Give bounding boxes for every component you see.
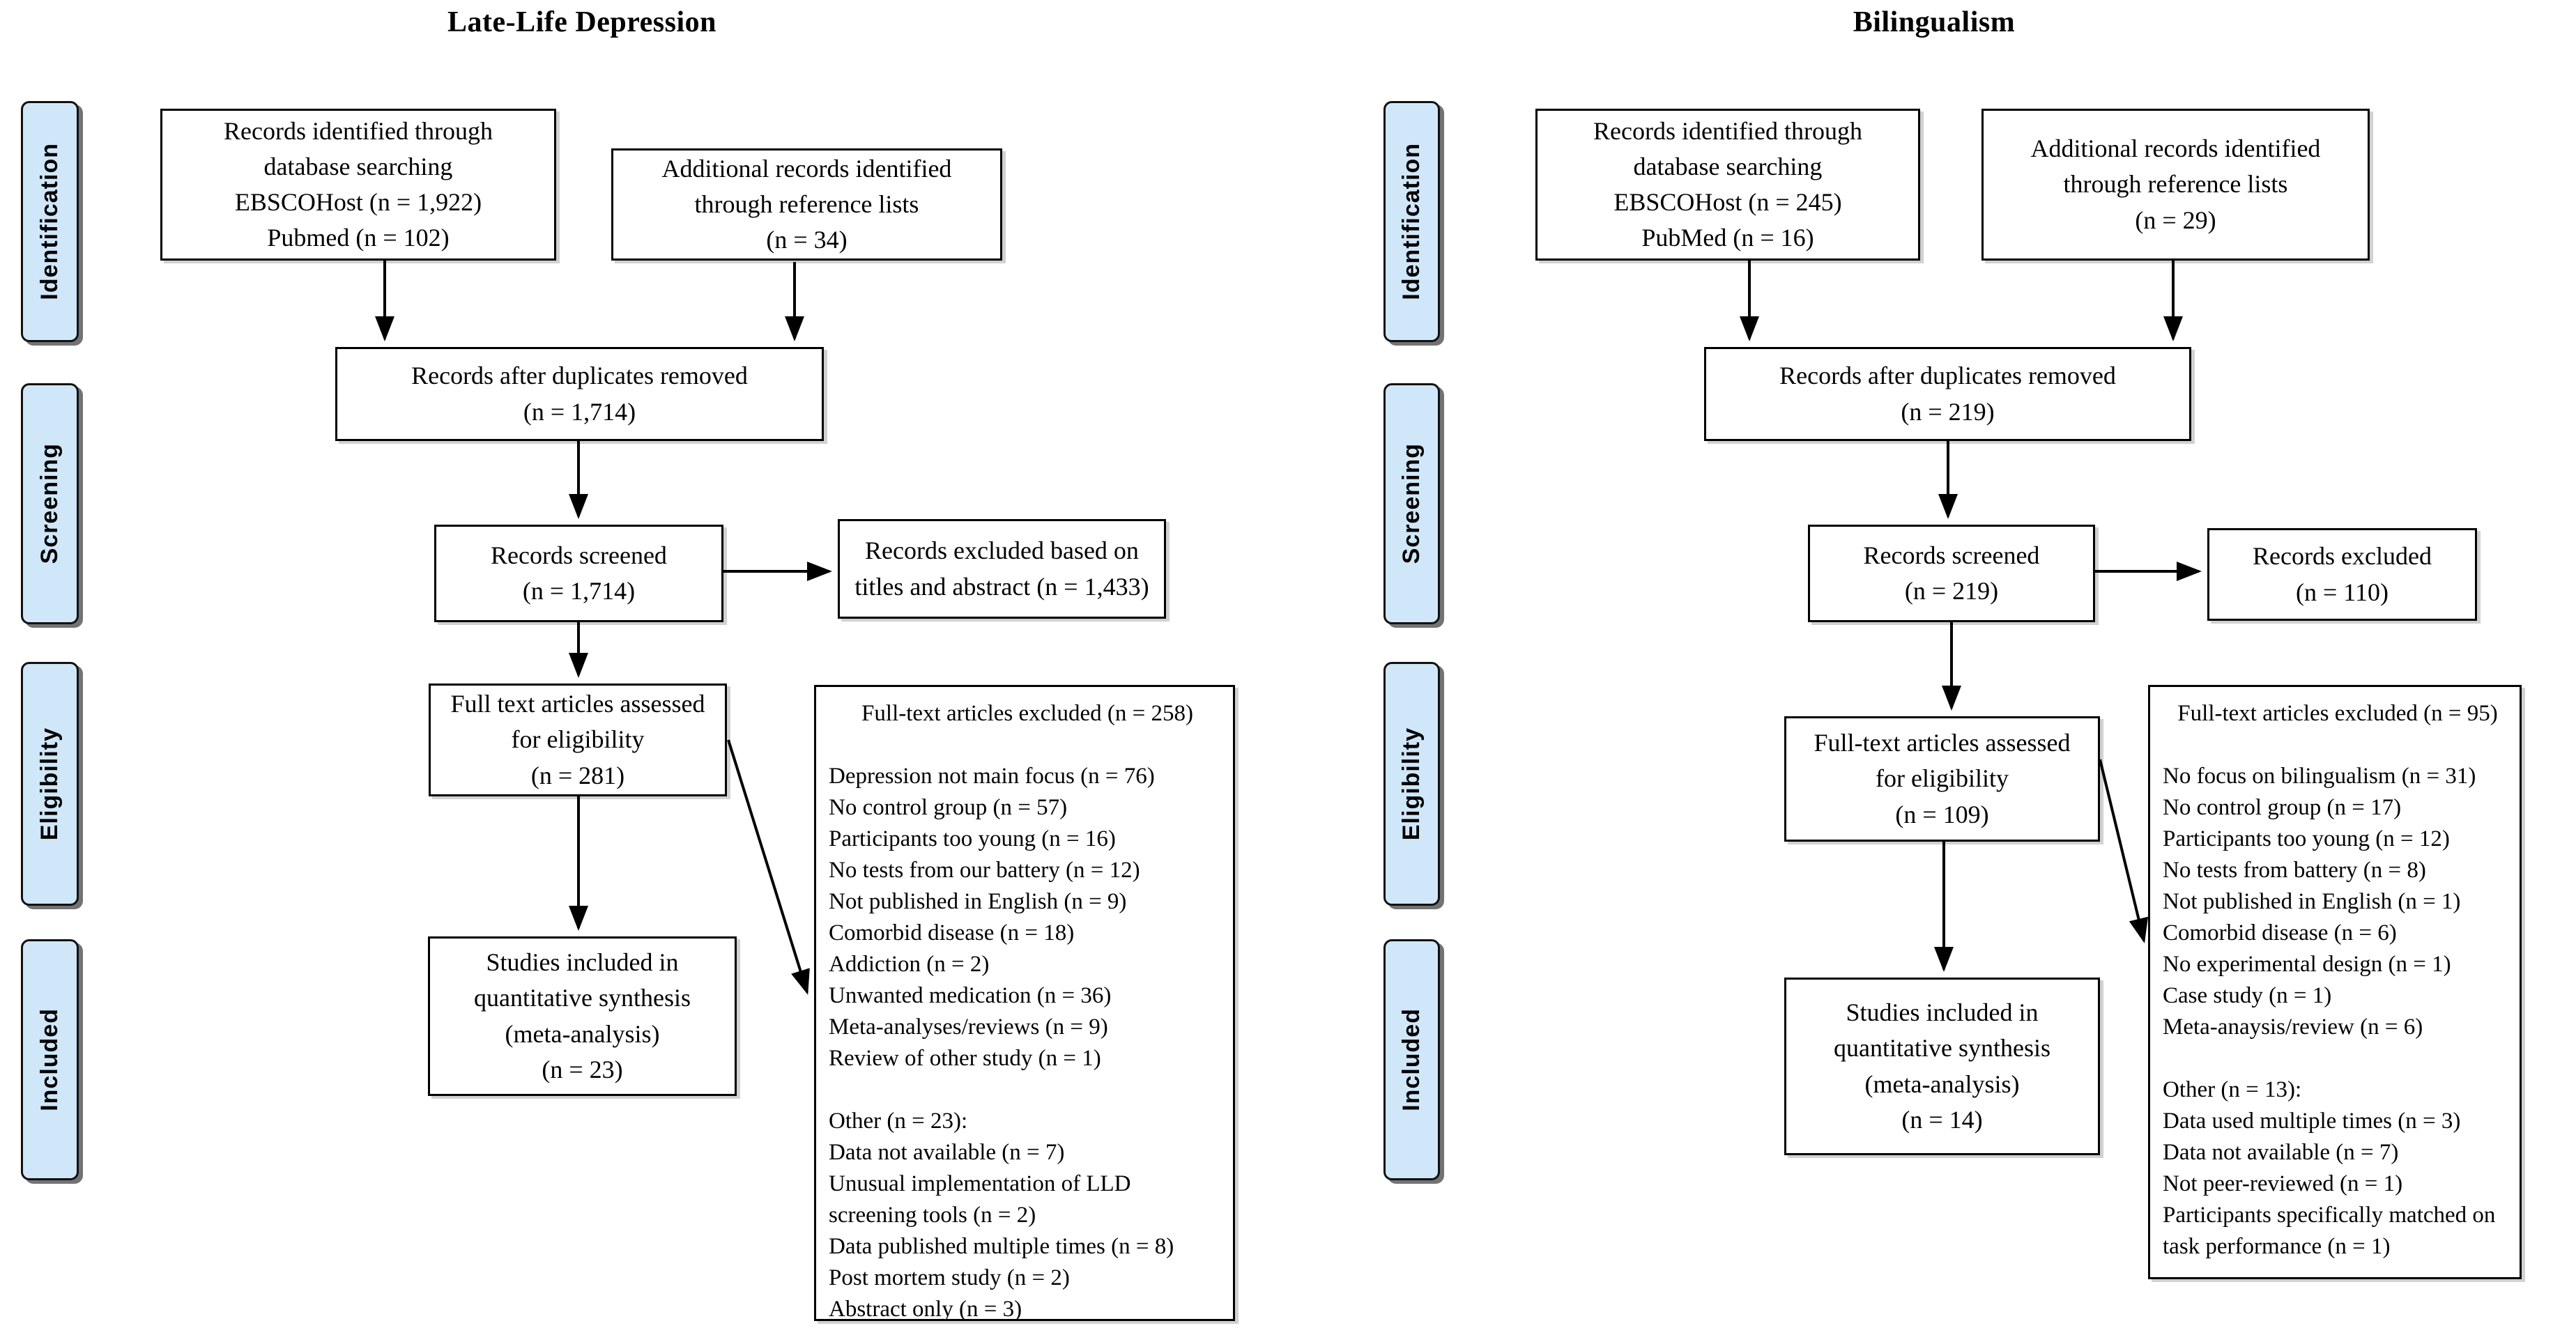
box-lld-records-screened: Records screened (n = 1,714)	[434, 525, 723, 622]
box-bil-records-excluded: Records excluded (n = 110)	[2207, 528, 2477, 621]
stage-bil-screening: Screening	[1383, 383, 1440, 624]
fulltext-excluded-header: Full-text articles excluded (n = 258)	[861, 701, 1193, 726]
box-bil-records-screened: Records screened (n = 219)	[1808, 525, 2095, 622]
box-lld-after-duplicates: Records after duplicates removed (n = 1,…	[335, 347, 824, 441]
box-lld-studies-included: Studies included in quantitative synthes…	[428, 936, 737, 1096]
fulltext-excluded-reasons: No focus on bilingualism (n = 31) No con…	[2163, 764, 2496, 1259]
panel-title-bilingualism: Bilingualism	[1853, 6, 2016, 38]
box-bil-fulltext-excluded: Full-text articles excluded (n = 95) No …	[2148, 685, 2522, 1279]
stage-label: Identification	[1398, 143, 1425, 300]
stage-lld-screening: Screening	[21, 383, 79, 624]
box-lld-records-identified: Records identified through database sear…	[160, 109, 556, 261]
arrow-bil-fulltext-to-exclusions	[2099, 759, 2149, 943]
box-bil-additional-records: Additional records identified through re…	[1981, 109, 2370, 261]
stage-label: Eligibility	[1398, 727, 1425, 841]
stage-label: Included	[1398, 1008, 1425, 1111]
box-lld-fulltext-assessed: Full text articles assessed for eligibil…	[429, 684, 727, 796]
box-bil-studies-included: Studies included in quantitative synthes…	[1784, 978, 2100, 1155]
box-lld-fulltext-excluded: Full-text articles excluded (n = 258) De…	[814, 685, 1235, 1322]
box-lld-additional-records: Additional records identified through re…	[611, 148, 1002, 261]
fulltext-excluded-header: Full-text articles excluded (n = 95)	[2177, 701, 2498, 726]
panel-title-late-life-depression: Late-Life Depression	[447, 6, 716, 38]
stage-bil-included: Included	[1383, 939, 1440, 1180]
stage-bil-identification: Identification	[1383, 101, 1440, 342]
stage-lld-identification: Identification	[21, 101, 79, 342]
box-bil-records-identified: Records identified through database sear…	[1535, 109, 1920, 261]
box-lld-records-excluded: Records excluded based on titles and abs…	[838, 519, 1166, 619]
box-bil-after-duplicates: Records after duplicates removed (n = 21…	[1704, 347, 2191, 441]
stage-label: Included	[36, 1008, 63, 1111]
stage-lld-included: Included	[21, 939, 79, 1180]
stage-bil-eligibility: Eligibility	[1383, 662, 1440, 906]
fulltext-excluded-reasons: Depression not main focus (n = 76) No co…	[829, 764, 1174, 1322]
box-bil-fulltext-assessed: Full-text articles assessed for eligibil…	[1784, 716, 2100, 842]
arrow-lld-fulltext-to-exclusions	[727, 739, 810, 995]
stage-label: Screening	[1398, 443, 1425, 564]
stage-lld-eligibility: Eligibility	[21, 662, 79, 906]
stage-label: Identification	[36, 143, 63, 300]
stage-label: Screening	[36, 443, 63, 564]
stage-label: Eligibility	[36, 727, 63, 841]
